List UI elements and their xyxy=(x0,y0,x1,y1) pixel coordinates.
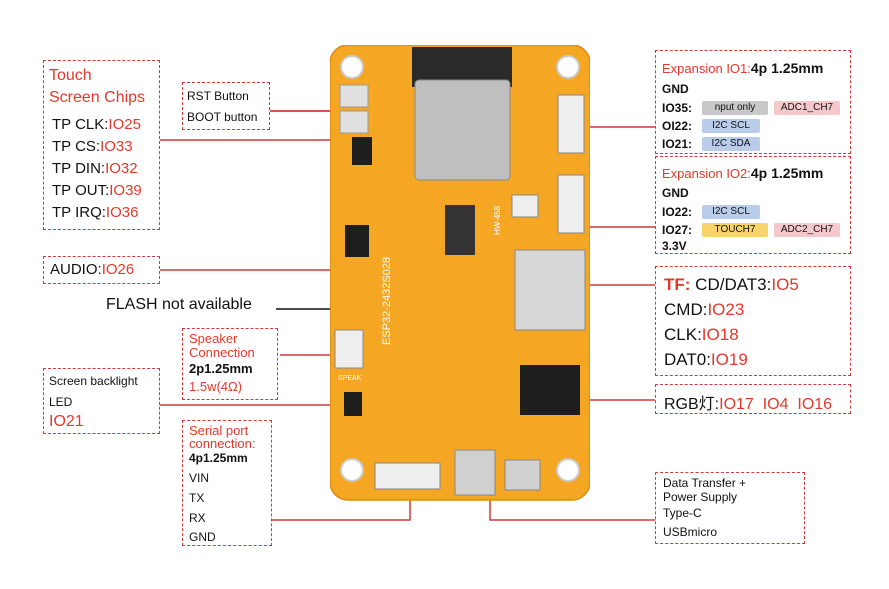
backlight-transistor xyxy=(344,392,362,416)
type-c-port xyxy=(454,449,496,496)
exp2-pin-io22: IO22: xyxy=(662,205,693,219)
backlight-io: IO21 xyxy=(49,413,84,430)
exp2-title-row: Expansion IO2:4p 1.25mm xyxy=(662,165,824,181)
expansion-io2-connector xyxy=(557,174,585,234)
esp32-board: ESP32-2432S028 HW-458 SPEAK xyxy=(330,45,590,501)
exp2-tag-adc2: ADC2_CH7 xyxy=(774,223,840,237)
mount-hole-bl xyxy=(340,458,364,482)
serial-pin-tx: TX xyxy=(189,491,205,505)
flash-chip-area xyxy=(445,205,475,255)
module-text: HW-458 xyxy=(493,205,502,235)
backlight-line1: Screen backlight xyxy=(49,374,138,388)
tf-row-cmd: CMD:IO23 xyxy=(664,300,745,319)
tf-row-clk: CLK:IO18 xyxy=(664,325,739,344)
touch-row-cs: TP CS:IO33 xyxy=(52,138,133,155)
audio-box: AUDIO:IO26 xyxy=(43,256,160,284)
exp1-title-row: Expansion IO1:4p 1.25mm xyxy=(662,60,824,76)
rgb-row: RGB灯:IO17 IO4 IO16 xyxy=(664,396,833,413)
touch-title-line1: Touch xyxy=(49,67,92,84)
touch-chip-box: Touch Screen Chips TP CLK:IO25 TP CS:IO3… xyxy=(43,60,160,230)
touch-chip xyxy=(352,137,372,165)
speaker-connector xyxy=(334,329,364,369)
flash-note: FLASH not available xyxy=(106,296,252,313)
micro-usb-port xyxy=(504,459,541,491)
exp1-pin-gnd: GND xyxy=(662,82,689,96)
touch-row-clk: TP CLK:IO25 xyxy=(52,116,141,133)
touch-title-line2: Screen Chips xyxy=(49,89,146,106)
mount-hole-tl xyxy=(340,55,364,79)
tf-row-dat0: DAT0:IO19 xyxy=(664,350,748,369)
speaker-title2: Connection xyxy=(189,345,255,360)
touch-row-out: TP OUT:IO39 xyxy=(52,182,142,199)
rst-button-label: RST Button xyxy=(187,89,249,103)
power-box: Data Transfer + Power Supply Type-C USBm… xyxy=(655,472,805,544)
serial-pin-gnd: GND xyxy=(189,530,216,544)
rgb-led-array xyxy=(520,365,580,415)
serial-pin-rx: RX xyxy=(189,511,206,525)
exp1-pin-io35: IO35: xyxy=(662,101,693,115)
audio-chip xyxy=(345,225,369,257)
exp2-pin-io27: IO27: xyxy=(662,223,693,237)
exp1-tag-adc1: ADC1_CH7 xyxy=(774,101,840,115)
audio-row: AUDIO:IO26 xyxy=(50,261,135,278)
power-line3: Type-C xyxy=(663,506,702,520)
speaker-title1: Speaker xyxy=(189,331,238,346)
exp1-tag-i2c-sda: I2C SDA xyxy=(702,137,760,151)
expansion-io2-box: Expansion IO2:4p 1.25mm GND IO22: I2C SC… xyxy=(655,156,851,254)
serial-box: Serial port connection: 4p1.25mm VIN TX … xyxy=(182,420,272,546)
tf-box: TF: CD/DAT3:IO5 CMD:IO23 CLK:IO18 DAT0:I… xyxy=(655,266,851,376)
exp2-tag-touch7: TOUCH7 xyxy=(702,223,768,237)
exp1-pin-io21: IO21: xyxy=(662,137,693,151)
boot-button-shape xyxy=(339,110,369,134)
power-line4: USBmicro xyxy=(663,525,718,539)
expansion-io1-connector xyxy=(557,94,585,154)
boot-button-label: BOOT button xyxy=(187,110,258,124)
rst-button-shape xyxy=(339,84,369,108)
rgb-box: RGB灯:IO17 IO4 IO16 xyxy=(655,384,851,414)
exp1-tag-input-only: nput only xyxy=(702,101,768,115)
tf-slot xyxy=(514,249,586,331)
exp2-tag-i2c-scl: I2C SCL xyxy=(702,205,760,219)
speaker-box: Speaker Connection 2p1.25mm 1.5w(4Ω) xyxy=(182,328,278,400)
speaker-silk-text: SPEAK xyxy=(338,375,362,382)
touch-row-din: TP DIN:IO32 xyxy=(52,160,138,177)
power-line2: Power Supply xyxy=(663,490,738,504)
backlight-box: Screen backlight LED IO21 xyxy=(43,368,160,434)
exp1-pin-io22: OI22: xyxy=(662,119,693,133)
touch-row-irq: TP IRQ:IO36 xyxy=(52,204,139,221)
serial-title2: connection: xyxy=(189,436,256,451)
exp2-pin-gnd: GND xyxy=(662,186,689,200)
serial-spec: 4p1.25mm xyxy=(189,451,248,465)
mount-hole-tr xyxy=(556,55,580,79)
board-model-text: ESP32-2432S028 xyxy=(381,257,393,345)
serial-connector xyxy=(374,462,441,490)
speaker-spec: 2p1.25mm xyxy=(189,361,253,376)
exp2-pin-3v3: 3.3V xyxy=(662,239,687,253)
mount-hole-br xyxy=(556,458,580,482)
serial-title1: Serial port xyxy=(189,423,249,438)
speaker-power: 1.5w(4Ω) xyxy=(189,379,243,394)
serial-pin-vin: VIN xyxy=(189,471,210,485)
power-line1: Data Transfer + xyxy=(663,476,747,490)
backlight-line2: LED xyxy=(49,395,73,409)
exp1-tag-i2c-scl: I2C SCL xyxy=(702,119,760,133)
tf-row-cd: TF: CD/DAT3:IO5 xyxy=(664,275,799,294)
rgb-sensor xyxy=(511,194,539,218)
esp32-module xyxy=(414,79,511,181)
buttons-box: RST Button BOOT button xyxy=(182,82,270,130)
expansion-io1-box: Expansion IO1:4p 1.25mm GND IO35: nput o… xyxy=(655,50,851,154)
